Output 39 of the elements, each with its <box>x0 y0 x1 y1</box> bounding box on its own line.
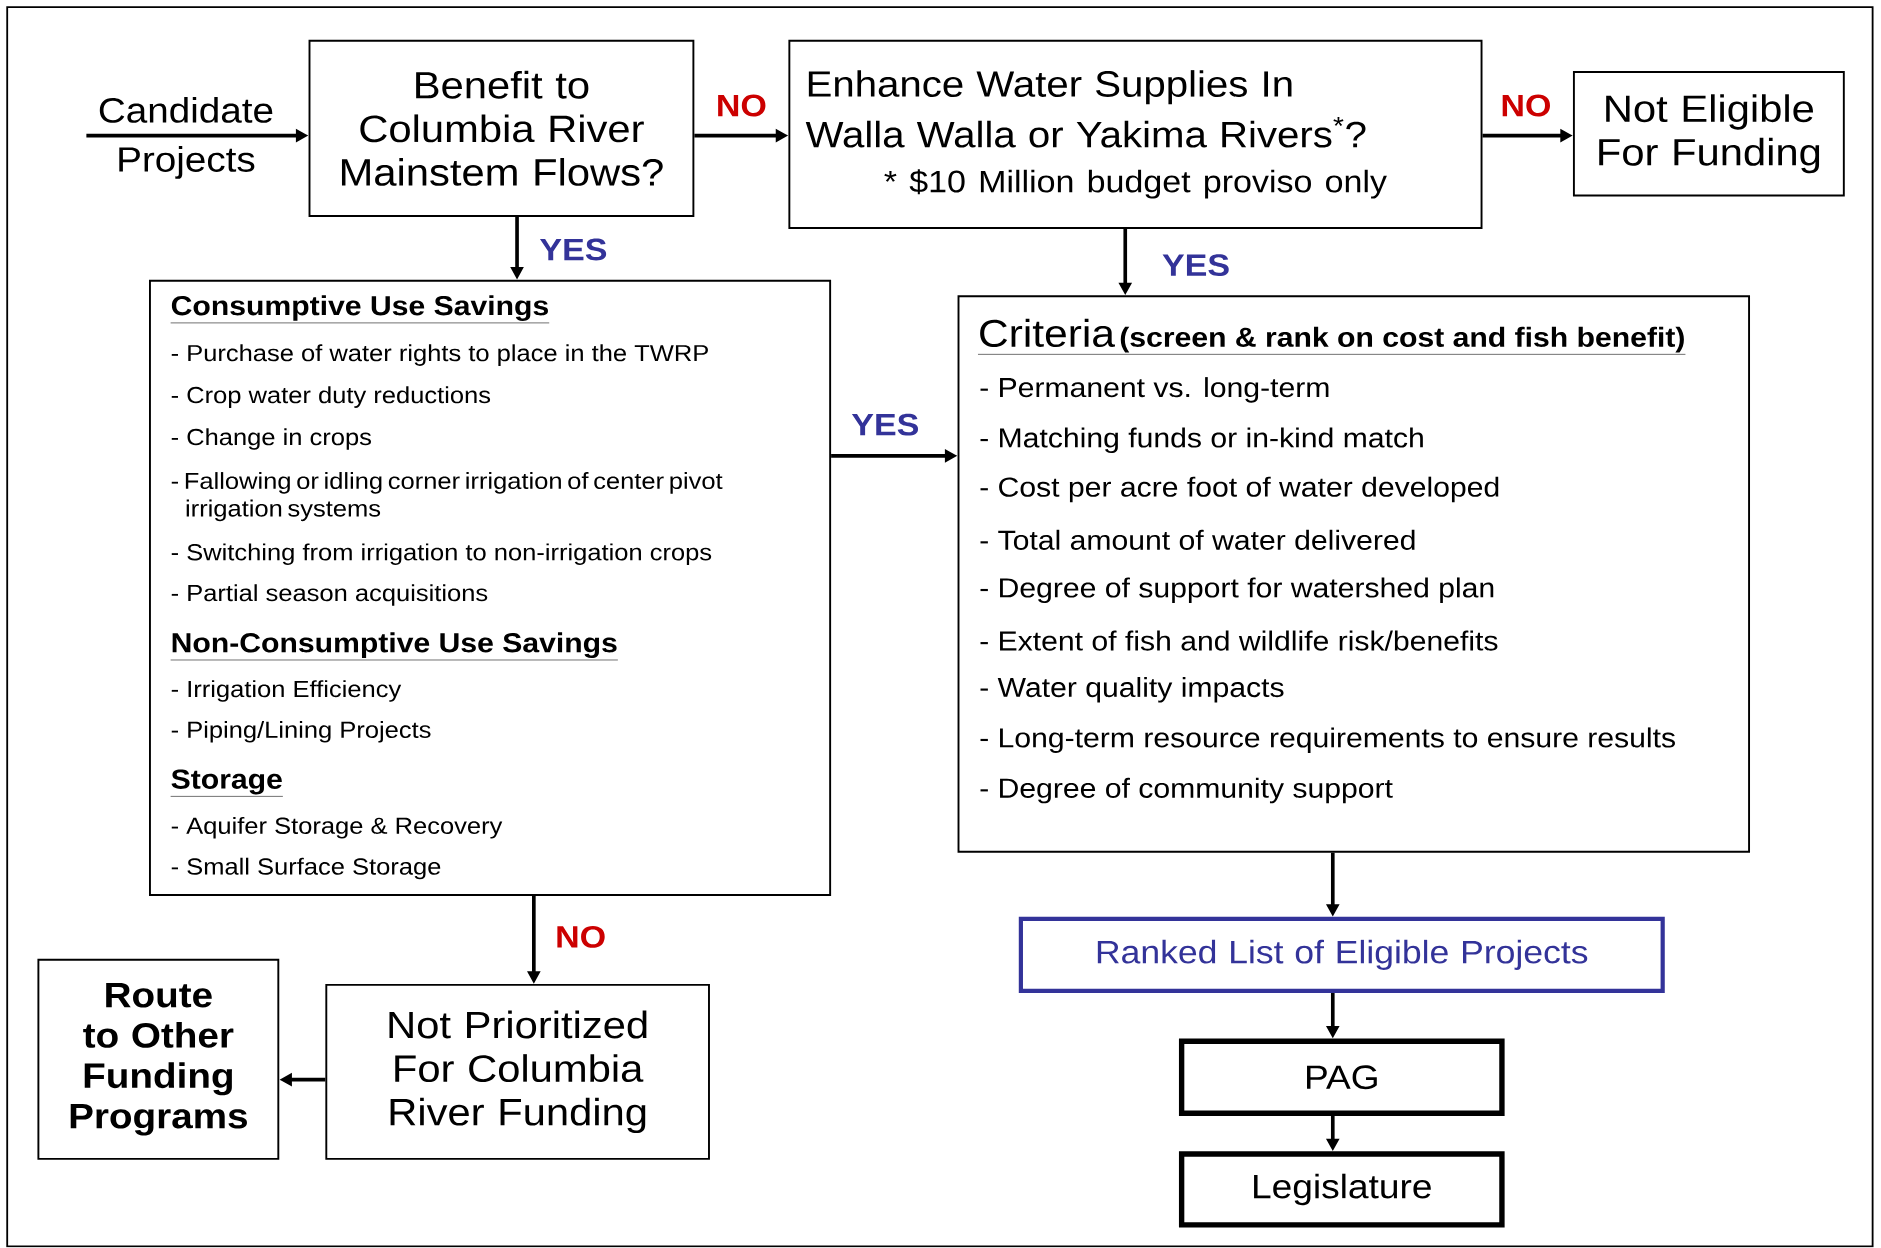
edge-label: YES <box>538 237 609 263</box>
section-heading: Non-Consumptive Use Savings <box>170 632 619 661</box>
list-box <box>149 279 832 897</box>
input-label: Candidate Projects <box>99 97 273 180</box>
edge-label: NO <box>553 924 608 950</box>
edge-label: NO <box>714 93 769 119</box>
result-box: Ranked List of Eligible Projects <box>1018 917 1665 994</box>
outcome-box: Not Eligible For Funding <box>1572 71 1845 197</box>
process-box: PAG <box>1178 1038 1505 1117</box>
list-item: - Fallowing or idling corner irrigation of center pivot irrigation systems <box>171 472 723 522</box>
decision-box: Benefit to Columbia River Mainstem Flows? <box>308 40 695 218</box>
list-item: - Change in crops <box>171 428 371 451</box>
list-item: - Cost per acre foot of water developed <box>980 476 1499 503</box>
list-item: - Crop water duty reductions <box>171 386 491 409</box>
list-item: - Purchase of water rights to place in the TWRP <box>171 344 708 367</box>
edge-label: YES <box>849 412 921 438</box>
criteria-box <box>957 295 1750 853</box>
edge-label: NO <box>1499 93 1553 119</box>
list-item: - Matching funds or in-kind match <box>980 427 1423 454</box>
list-item: - Degree of community support <box>980 778 1393 804</box>
list-item: - Water quality impacts <box>980 677 1284 703</box>
section-heading: Storage <box>170 769 284 797</box>
list-item: - Extent of fish and wildlife risk/benefits <box>980 630 1498 651</box>
list-item: - Aquifer Storage & Recovery <box>171 817 503 839</box>
decision-box: Enhance Water Supplies In Walla Walla or Yakima Rivers$^{*}$? * $10 Million budget proviso only <box>788 40 1483 230</box>
outcome-box: Route to Other Funding Programs <box>37 958 280 1160</box>
section-heading: Consumptive Use Savings <box>170 295 550 324</box>
list-item: - Partial season acquisitions <box>171 584 488 606</box>
list-item: - Piping/Lining Projects <box>171 721 431 743</box>
edge-label: YES <box>1160 252 1232 278</box>
process-box: Legislature <box>1178 1151 1505 1228</box>
list-item: - Switching from irrigation to non-irrigation crops <box>171 543 712 566</box>
outcome-box: Not Prioritized For Columbia River Funding <box>325 984 710 1160</box>
list-item: - Irrigation Efficiency <box>171 680 402 702</box>
list-item: - Permanent vs. long-term <box>980 377 1329 403</box>
list-item: - Total amount of water delivered <box>980 529 1415 551</box>
list-item: - Long-term resource requirements to ensure results <box>980 727 1675 754</box>
list-item: - Small Surface Storage <box>171 857 441 880</box>
list-item: - Degree of support for watershed plan <box>980 577 1494 604</box>
